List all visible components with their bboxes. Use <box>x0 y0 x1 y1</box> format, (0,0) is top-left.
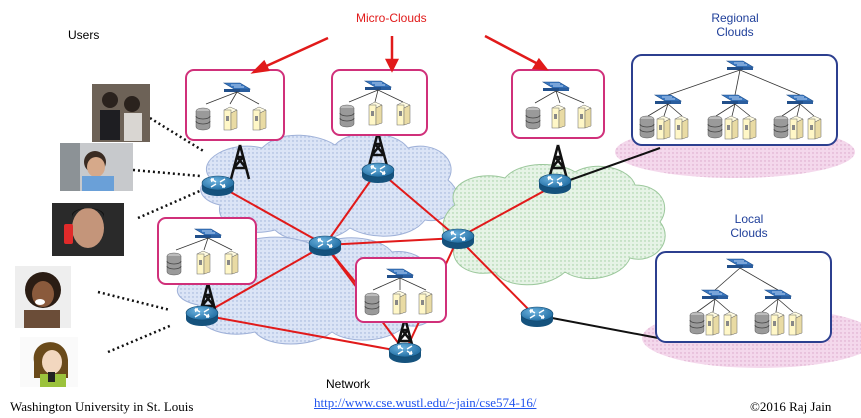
router-3 <box>308 235 342 257</box>
network-cloud-green <box>442 164 666 286</box>
router-8 <box>388 342 422 364</box>
user-photo-2 <box>60 143 133 191</box>
user-links <box>97 116 206 354</box>
regional-clouds-label-line2: Clouds <box>716 25 754 39</box>
router-7 <box>520 306 554 328</box>
regional-clouds-label-line1: Regional <box>711 11 759 25</box>
micro-cloud-arrows <box>250 34 549 74</box>
regional-cloud-box <box>631 54 838 146</box>
local-clouds-label-line1: Local <box>734 212 764 226</box>
footer-institution: Washington University in St. Louis <box>10 399 194 414</box>
micro-clouds-label: Micro-Clouds <box>356 11 427 25</box>
user-photo-3 <box>52 203 124 256</box>
user-photo-5 <box>20 337 78 387</box>
micro-cloud-2 <box>331 69 428 136</box>
router-4 <box>441 228 475 250</box>
router-5 <box>538 173 572 195</box>
micro-cloud-5 <box>355 257 447 323</box>
regional-clouds-label: Regional Clouds <box>695 11 775 39</box>
users-label: Users <box>68 28 100 42</box>
footer-course-link[interactable]: http://www.cse.wustl.edu/~jain/cse574-16… <box>314 395 537 410</box>
micro-cloud-1 <box>185 69 285 141</box>
micro-cloud-3 <box>511 69 605 139</box>
router-6 <box>185 305 219 327</box>
local-clouds-label: Local Clouds <box>709 212 789 240</box>
footer-copyright: ©2016 Raj Jain <box>750 399 832 414</box>
micro-cloud-4 <box>157 217 257 285</box>
local-clouds-label-line2: Clouds <box>730 226 768 240</box>
router-2 <box>361 162 395 184</box>
router-1 <box>201 175 235 197</box>
local-cloud-box <box>655 251 832 343</box>
user-photo-4 <box>15 266 71 328</box>
network-label: Network <box>326 377 371 391</box>
user-photo-1 <box>92 84 150 142</box>
